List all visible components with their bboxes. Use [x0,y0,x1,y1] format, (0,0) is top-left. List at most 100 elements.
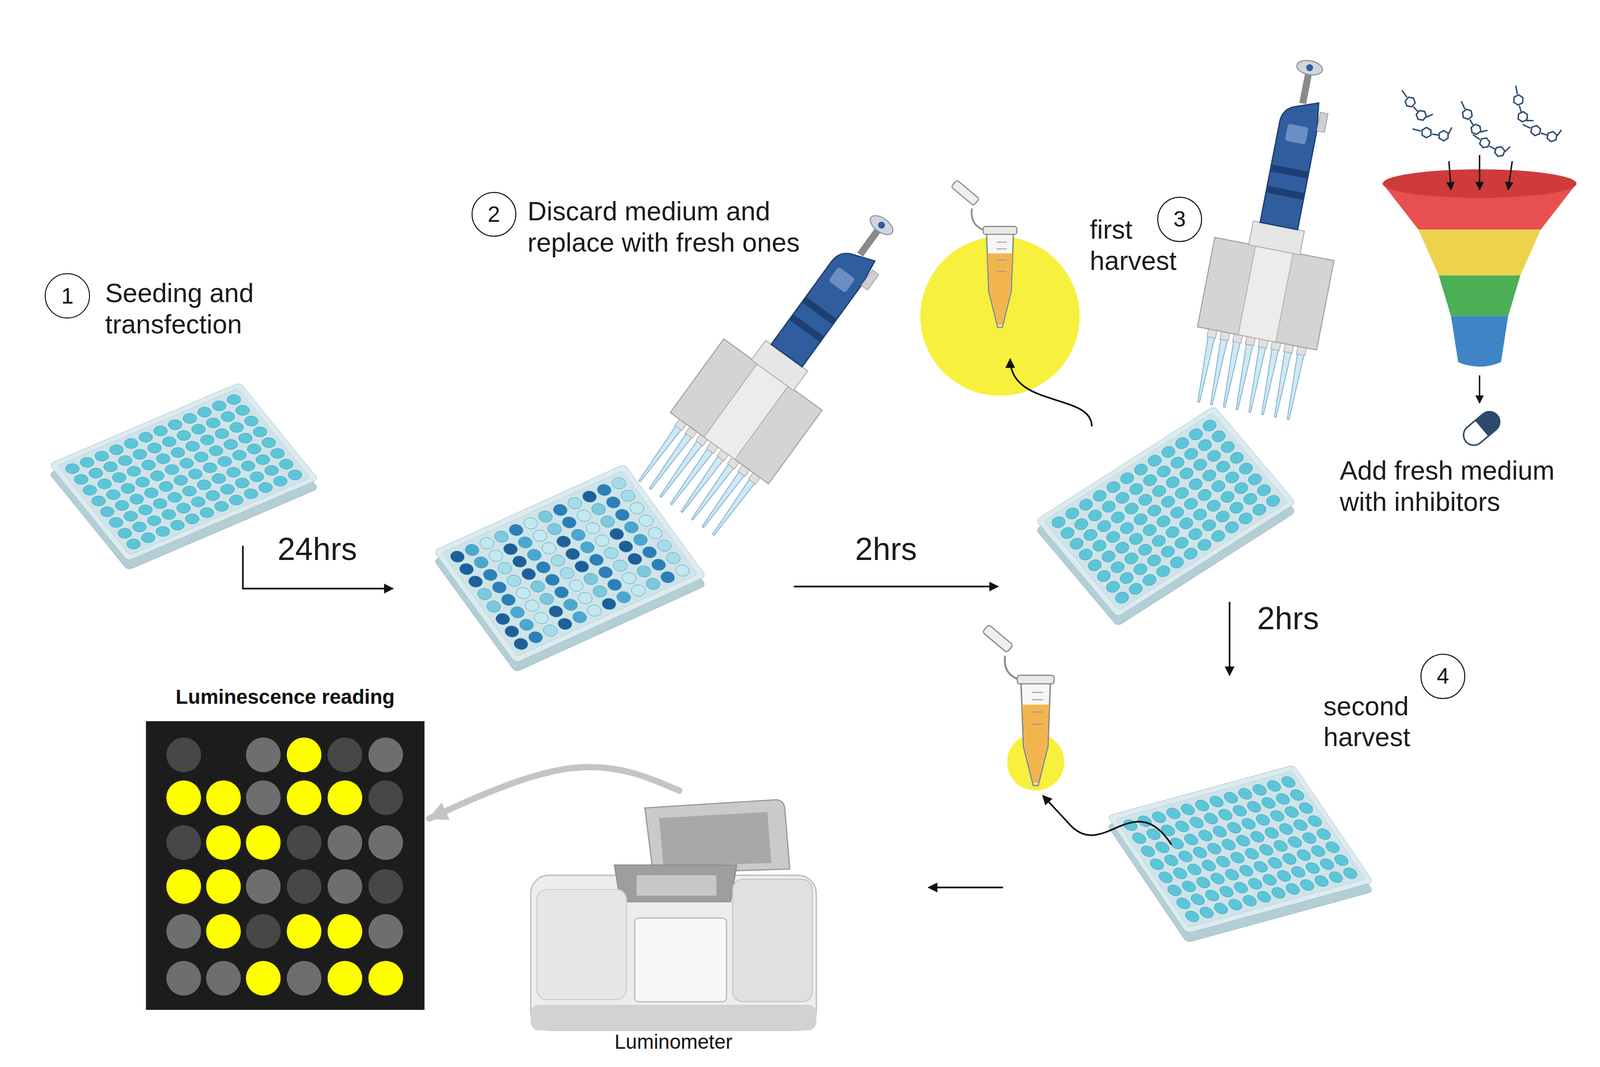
well [568,527,588,543]
flow-arrow [1478,375,1481,403]
luminescence-well [205,960,241,996]
well [141,486,161,500]
tube-graduation [1032,724,1044,726]
well [1154,463,1173,480]
well [1240,894,1260,908]
well [1312,874,1332,888]
luminescence-well [166,869,202,905]
well [165,490,185,505]
inhibitor-molecule [1500,85,1545,127]
well [495,560,515,576]
molecule-ring [1516,110,1530,124]
well [1239,817,1258,831]
flow-arrow [1010,358,1092,427]
well [477,535,497,551]
step-number-circle: 1 [44,273,90,319]
luminescence-well [245,914,281,949]
well [186,467,205,481]
well [621,519,641,536]
well [1186,526,1205,543]
well [253,452,273,467]
well [1131,561,1150,578]
well [1145,452,1165,469]
well-plate [433,464,706,664]
plate-rim [442,471,699,657]
well [174,428,194,443]
plate-rim [57,388,311,556]
well [1236,460,1255,477]
well [1190,506,1210,523]
well [592,533,612,549]
luminescence-well [327,825,363,860]
well [1244,800,1264,814]
well [89,494,108,508]
well [232,476,252,490]
tube-graduation [1032,711,1044,713]
well [581,571,601,588]
well [133,475,153,489]
well [139,458,158,473]
well [1317,857,1337,871]
well [1217,884,1237,899]
well [1227,449,1246,466]
plate-rim [1043,412,1289,611]
luminescence-well [368,960,404,996]
well [1237,864,1256,878]
well [151,424,170,438]
well [1126,581,1145,598]
tube-graduation [996,259,1007,261]
well [285,468,305,482]
well [129,520,149,534]
well [1242,847,1262,861]
well [1158,544,1178,561]
well [531,610,551,627]
well [130,447,150,461]
well [1214,855,1233,869]
well [474,586,494,602]
well-plate [1107,765,1374,934]
well [1122,500,1141,517]
well [1108,509,1127,526]
well [1190,845,1210,860]
tube-body [1021,682,1051,786]
well [1113,490,1132,507]
well [1170,866,1190,881]
well [1178,803,1198,817]
well [1049,514,1068,531]
well [462,542,482,558]
well [572,559,591,575]
molecule-bond [1459,101,1467,109]
well [124,537,143,551]
well [224,465,244,479]
well [1086,507,1105,524]
well [1250,783,1269,797]
well [515,535,535,551]
tip-ejector [861,269,879,291]
sample-tube [982,624,1055,786]
well [486,548,506,564]
well [1197,906,1216,920]
well [250,425,270,439]
well [551,584,571,601]
molecule-ring [1478,137,1491,149]
well [1172,535,1191,551]
well [1235,787,1255,801]
well [640,544,659,561]
luminescence-well [166,825,202,860]
well [71,472,91,487]
well [1199,858,1219,873]
well [493,611,512,628]
well [521,515,540,532]
well [1216,807,1235,822]
well [1200,517,1219,534]
well [570,609,589,626]
well-plate [1035,406,1296,618]
well [563,546,582,563]
well [1140,472,1160,489]
well [1211,902,1231,916]
inhibitor-molecule [1397,89,1436,122]
well [1260,873,1280,887]
well [1223,469,1242,486]
well [1103,579,1123,596]
well [227,420,246,435]
